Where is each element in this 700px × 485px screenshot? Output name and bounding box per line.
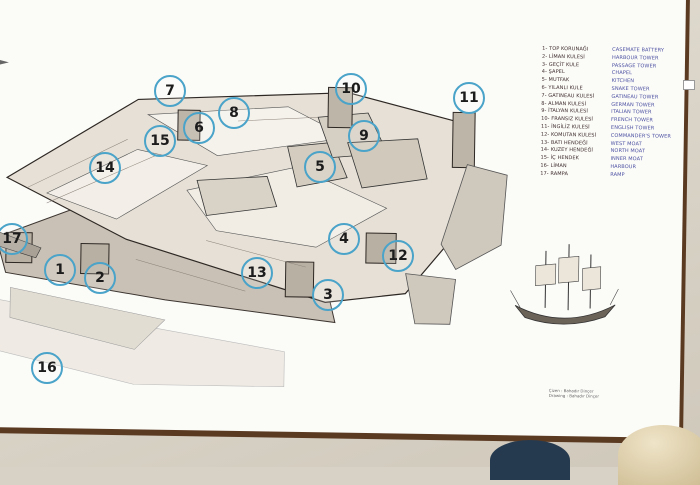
- marker-12: 12: [382, 240, 414, 272]
- marker-17: 17: [0, 223, 28, 255]
- galleon-ship-illustration: [510, 244, 619, 325]
- marker-10: 10: [335, 73, 367, 105]
- marker-8: 8: [218, 97, 250, 129]
- straw-hat: [618, 425, 700, 485]
- marker-14: 14: [89, 152, 121, 184]
- marker-6: 6: [183, 112, 215, 144]
- compass-rose-icon: [0, 58, 9, 67]
- marker-11: 11: [453, 82, 485, 114]
- marker-5: 5: [304, 151, 336, 183]
- visitor-head: [490, 440, 570, 480]
- marker-3: 3: [312, 279, 344, 311]
- marker-15: 15: [144, 125, 176, 157]
- legend-english: RAMP: [610, 171, 625, 178]
- marker-4: 4: [328, 223, 360, 255]
- marker-16: 16: [31, 352, 63, 384]
- marker-9: 9: [348, 120, 380, 152]
- marker-13: 13: [241, 257, 273, 289]
- wall-sign: [683, 80, 695, 90]
- credit-line-en: Drawing : Bahadır Dinçer: [548, 392, 600, 399]
- marker-2: 2: [84, 262, 116, 294]
- marker-7: 7: [154, 75, 186, 107]
- legend-turkish: 17- RAMPA: [540, 170, 569, 177]
- drawing-credit: Çizen : Bahadır Dinçer Drawing : Bahadır…: [549, 388, 599, 399]
- marker-1: 1: [44, 254, 76, 286]
